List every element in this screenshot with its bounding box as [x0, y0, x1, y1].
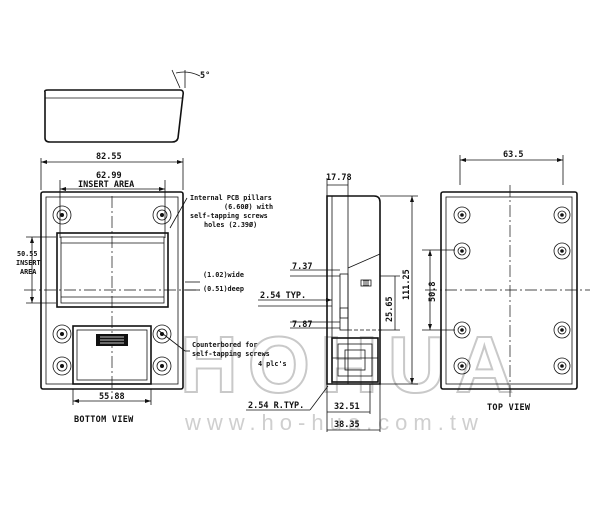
screw-hole — [553, 242, 571, 260]
dim-side-254-rtyp: 2.54 R.TYP. — [248, 401, 304, 411]
dim-overall-width: 82.55 — [96, 152, 122, 162]
screw-hole — [453, 357, 471, 375]
insert-label-line1: INSERT — [16, 259, 41, 267]
callout-groove: (1.02)wide (0.51)deep — [203, 271, 244, 293]
dim-insert-width: 62.99 — [96, 171, 122, 181]
callout-groove-line1: (1.02)wide — [203, 271, 244, 279]
dim-side-737: 7.37 — [292, 262, 312, 272]
top-view-title: TOP VIEW — [487, 403, 531, 413]
screw-boss — [152, 324, 172, 344]
callout-pcb-line1: Internal PCB pillars — [190, 194, 272, 202]
callout-counterbore-line2: self-tapping screws — [192, 350, 270, 358]
dim-side-3835: 38.35 — [334, 420, 360, 430]
bottom-view-title: BOTTOM VIEW — [74, 415, 134, 425]
dim-side-3251: 32.51 — [334, 402, 360, 412]
callout-pcb-pillars: Internal PCB pillars (6.60Ø) with self-t… — [190, 194, 273, 229]
insert-label-line2: AREA — [20, 268, 36, 276]
screw-hole — [453, 242, 471, 260]
side-section-view: 17.78 7.37 2.54 TYP. 7.87 — [246, 173, 418, 432]
top-view: 63.5 50.8 TOP VIEW — [422, 150, 590, 413]
dim-top-width: 63.5 — [503, 150, 523, 160]
screw-boss — [52, 356, 72, 376]
screw-hole — [553, 357, 571, 375]
screw-boss — [152, 205, 172, 225]
callout-groove-line2: (0.51)deep — [203, 285, 244, 293]
dim-side-11125: 111.25 — [402, 269, 412, 300]
callout-pcb-line4: holes (2.39Ø) — [204, 221, 257, 229]
watermark-brand: HOHUA — [180, 320, 523, 409]
callout-counterbore-line1: Counterbored for — [192, 341, 257, 349]
callout-pcb-line2: (6.60Ø) with — [224, 203, 273, 211]
screw-hole — [453, 206, 471, 224]
dim-side-top: 17.78 — [326, 173, 352, 183]
dim-top-height: 50.8 — [428, 282, 438, 302]
insert-area-label: INSERT AREA — [78, 180, 134, 190]
dim-side-787: 7.87 — [292, 320, 312, 330]
screw-hole — [553, 321, 571, 339]
callout-counterbore-line3: 4 plc's — [258, 360, 287, 368]
watermark-url: www.ho-hua.com.tw — [184, 410, 484, 435]
dim-bottom-width: 55.88 — [99, 392, 125, 402]
screw-boss — [152, 356, 172, 376]
callout-counterbore: Counterbored for self-tapping screws 4 p… — [192, 341, 287, 368]
callout-pcb-line3: self-tapping screws — [190, 212, 268, 220]
dim-side-2565: 25.65 — [385, 296, 395, 322]
dim-side-254-typ: 2.54 TYP. — [260, 291, 306, 301]
dim-insert-height: 50.55 — [17, 250, 37, 258]
screw-boss — [52, 324, 72, 344]
screw-hole — [453, 321, 471, 339]
screw-hole — [553, 206, 571, 224]
screw-boss — [52, 205, 72, 225]
bottom-view: 82.55 62.99 INSERT AREA 50.55 INSERT ARE… — [16, 152, 200, 425]
side-profile-view: 5° — [44, 69, 210, 143]
angle-label: 5° — [200, 71, 210, 81]
